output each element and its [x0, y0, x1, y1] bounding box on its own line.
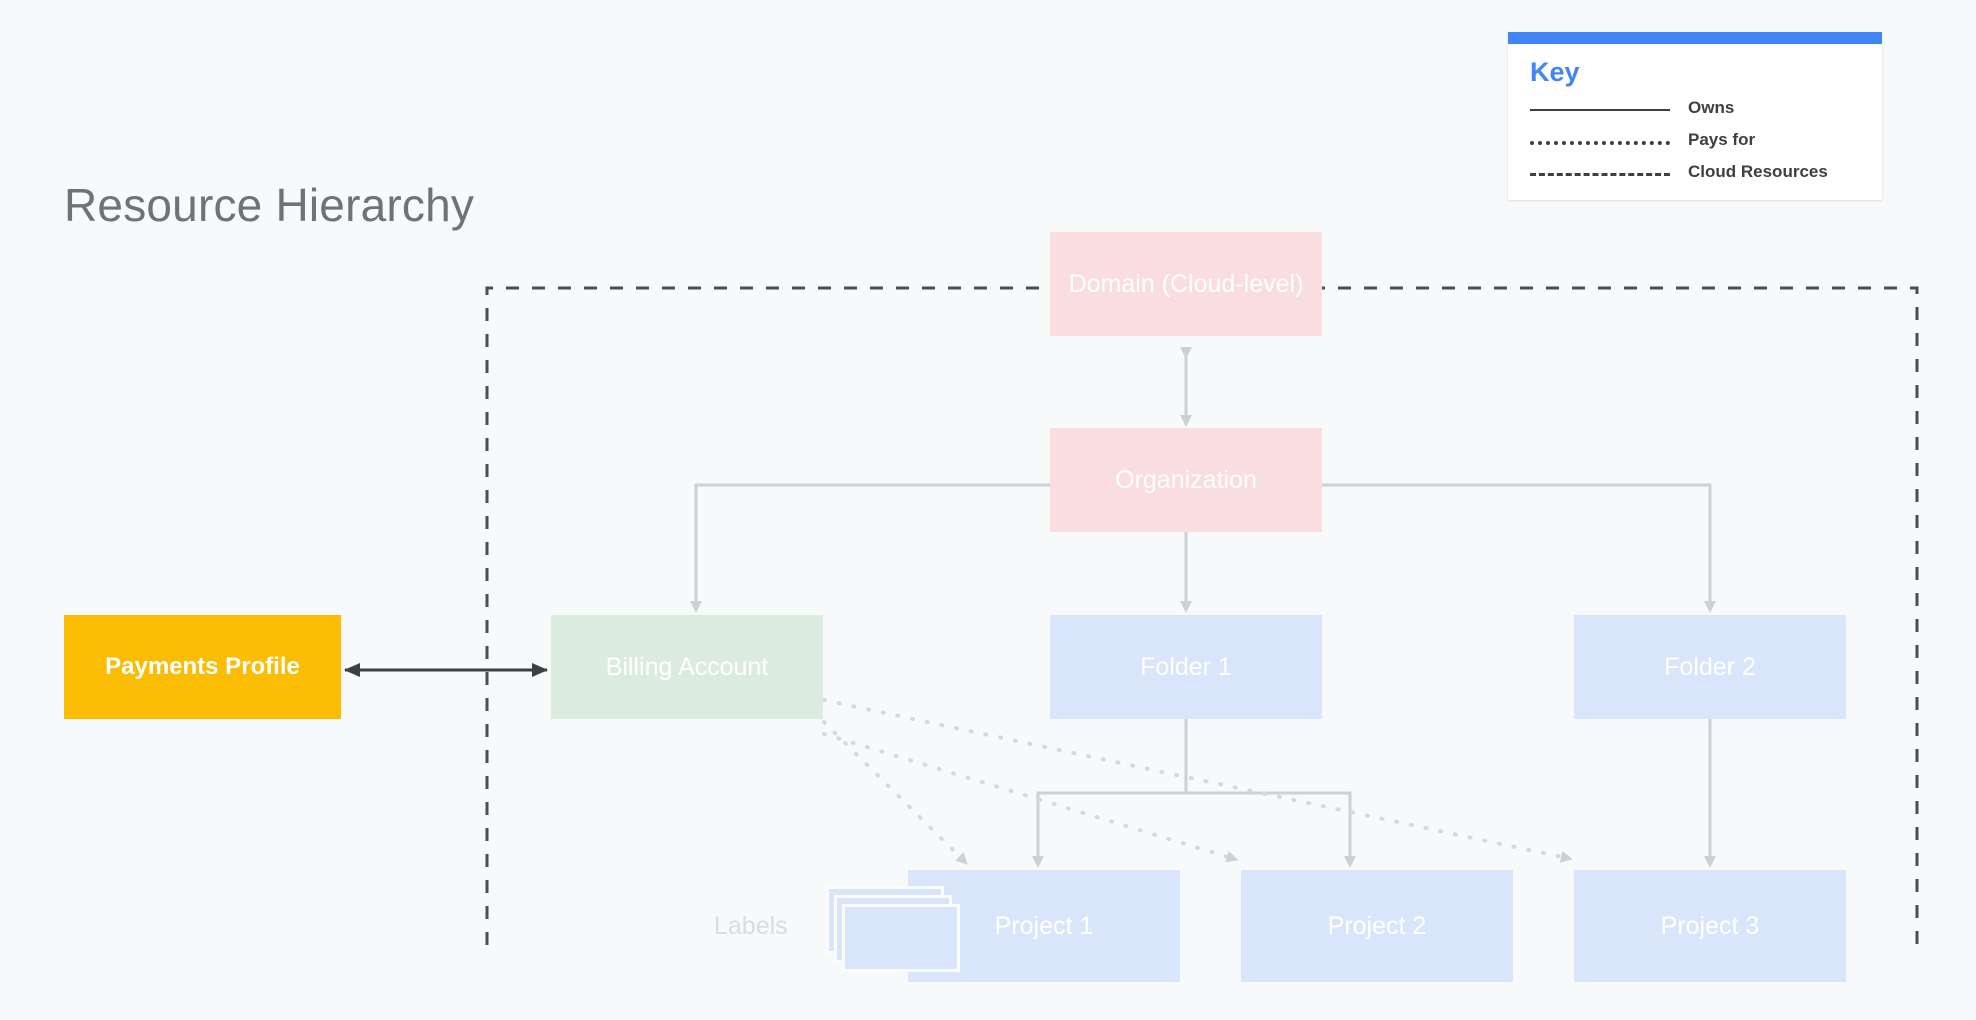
key-body: Key Owns Pays for Cloud Resources: [1508, 44, 1882, 200]
node-folder-1[interactable]: Folder 1: [1050, 615, 1322, 719]
key-entry-owns: Owns: [1530, 98, 1860, 120]
edge-billing-project1: [822, 720, 968, 865]
edge-folder1-project1: [1032, 719, 1188, 868]
page-title: Resource Hierarchy: [64, 179, 475, 231]
node-domain[interactable]: Domain (Cloud-level): [1050, 232, 1322, 336]
solid-line-icon: [1530, 98, 1670, 120]
stacked-card-front: [842, 904, 960, 972]
node-project-2[interactable]: Project 2: [1241, 870, 1513, 982]
edge-organization-billing: [690, 483, 1050, 613]
key-accent-bar: [1508, 32, 1882, 44]
labels-caption: Labels: [714, 912, 788, 940]
key-heading: Key: [1530, 57, 1580, 87]
node-billing-account[interactable]: Billing Account: [551, 615, 823, 719]
key-entry-label: Owns: [1688, 97, 1735, 117]
edge-folder1-project2: [1184, 719, 1356, 868]
edge-organization-folder2: [1322, 483, 1716, 613]
node-project-3[interactable]: Project 3: [1574, 870, 1846, 982]
key-entry-pays-for: Pays for: [1530, 130, 1860, 152]
key-entry-label: Cloud Resources: [1688, 161, 1828, 181]
node-folder-2[interactable]: Folder 2: [1574, 615, 1846, 719]
stacked-cards-icon: [826, 886, 960, 972]
dashed-line-icon: [1530, 162, 1670, 184]
dotted-line-icon: [1530, 130, 1670, 152]
key-entry-label: Pays for: [1688, 129, 1756, 149]
edge-billing-project3: [822, 698, 1573, 863]
edge-billing-project2: [822, 732, 1239, 863]
key-legend-panel: Key Owns Pays for Cloud Resources: [1508, 32, 1882, 200]
node-payments-profile[interactable]: Payments Profile: [64, 615, 341, 719]
node-organization[interactable]: Organization: [1050, 428, 1322, 532]
key-entry-cloud-resources: Cloud Resources: [1530, 162, 1860, 184]
